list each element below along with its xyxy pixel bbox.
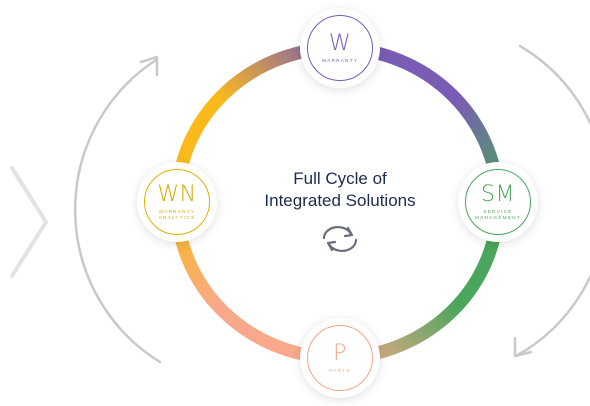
service-management-node[interactable]: SM SERVICE MANAGEMENT (458, 162, 538, 242)
warranty-analytics-node[interactable]: WN WARRANTY ANALYTICS (137, 162, 217, 242)
warranty-label: WARRANTY (321, 57, 359, 63)
parts-label: PARTS (329, 367, 351, 373)
parts-node[interactable]: P PARTS (300, 318, 380, 398)
parts-abbr: P (333, 340, 347, 366)
warranty-badge: W WARRANTY (307, 15, 373, 81)
warranty-analytics-badge: WN WARRANTY ANALYTICS (144, 169, 210, 235)
center-title-line1: Full Cycle of (293, 169, 387, 188)
arrow-up-right-icon (73, 55, 162, 364)
refresh-icon (322, 226, 358, 252)
warranty-node[interactable]: W WARRANTY (300, 8, 380, 88)
center-title: Full Cycle of Integrated Solutions (215, 168, 465, 212)
warranty-analytics-abbr: WN (157, 181, 197, 207)
parts-badge: P PARTS (307, 325, 373, 391)
center-title-line2: Integrated Solutions (264, 191, 416, 210)
service-management-badge: SM SERVICE MANAGEMENT (465, 169, 531, 235)
warranty-abbr: W (328, 30, 352, 56)
warranty-analytics-label: WARRANTY ANALYTICS (158, 208, 196, 220)
chevron-right-icon (10, 166, 48, 278)
arrow-down-left-icon (513, 44, 590, 358)
service-management-label: SERVICE MANAGEMENT (475, 208, 521, 220)
service-management-abbr: SM (481, 181, 515, 207)
